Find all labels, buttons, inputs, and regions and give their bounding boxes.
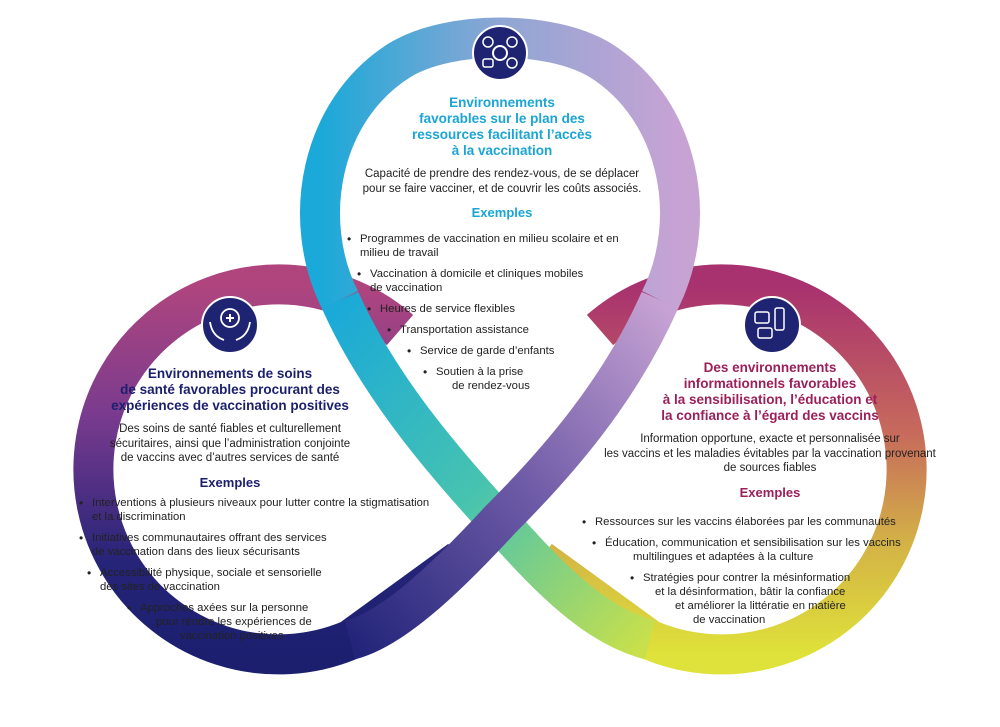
panel-information-examples-label: Exemples (739, 484, 801, 500)
list-item: Vaccination à domicile et cliniques mobi… (357, 267, 640, 295)
panel-information-examples: Ressources sur les vaccins élaborées par… (582, 515, 935, 634)
list-item-line: Stratégies pour contrer la mésinformatio… (643, 572, 851, 584)
hands-medical-cross-icon (201, 296, 259, 354)
list-item-line: multilingues et adaptées à la culture (633, 551, 814, 563)
desc-line: de vaccins avec d’autres services de san… (120, 452, 340, 464)
panel-healthcare: Environnements de soins de santé favorab… (90, 366, 370, 494)
desc-line: sécuritaires, ainsi que l’administration… (109, 437, 351, 450)
list-item-line: Initiatives communautaires offrant des s… (92, 532, 327, 544)
list-item: Initiatives communautaires offrant des s… (79, 531, 432, 559)
list-item: Programmes de vaccination en milieu scol… (347, 232, 640, 260)
panel-information: Des environnements informationnels favor… (590, 360, 950, 504)
panel-healthcare-examples: Interventions à plusieurs niveaux pour l… (79, 496, 432, 650)
list-item: Heures de service flexibles (367, 302, 640, 316)
list-item-line: de vaccination (693, 614, 766, 626)
title-line: Des environnements (703, 360, 837, 375)
list-item-line: de vaccination (370, 282, 443, 294)
panel-resources-description: Capacité de prendre des rendez-vous, de … (352, 167, 652, 196)
list-item-line: Approches axées sur la personne (140, 602, 309, 614)
panel-resources-examples: Programmes de vaccination en milieu scol… (347, 232, 640, 400)
list-item-line: Soutien à la prise (436, 366, 524, 378)
panel-resources: Environnements favorables sur le plan de… (352, 95, 652, 224)
desc-line: les vaccins et les maladies évitables pa… (604, 447, 936, 460)
chat-bubbles-vaccine-icon (743, 296, 801, 354)
panel-healthcare-description: Des soins de santé fiables et culturelle… (90, 422, 370, 466)
panel-healthcare-examples-label: Exemples (199, 474, 261, 490)
title-line: informationnels favorables (683, 376, 857, 391)
list-item-line: Ressources sur les vaccins élaborées par… (595, 516, 896, 528)
list-item-line: de vaccination dans des lieux sécurisant… (92, 546, 300, 558)
panel-information-title: Des environnements informationnels favor… (590, 360, 950, 424)
list-item-line: Éducation, communication et sensibilisat… (605, 537, 901, 549)
title-line: à la sensibilisation, l’éducation et (662, 392, 878, 407)
desc-line: de sources fiables (723, 462, 817, 474)
desc-line: pour se faire vacciner, et de couvrir le… (362, 182, 642, 195)
panel-resources-title: Environnements favorables sur le plan de… (352, 95, 652, 159)
list-item: Interventions à plusieurs niveaux pour l… (79, 496, 432, 524)
title-line: expériences de vaccination positives (111, 398, 349, 413)
desc-line: Capacité de prendre des rendez-vous, de … (364, 168, 640, 180)
list-item-line: Service de garde d’enfants (420, 345, 555, 357)
list-item-line: vaccination positives (180, 630, 284, 642)
panel-information-description: Information opportune, exacte et personn… (590, 432, 950, 476)
list-item-line: des sites de vaccination (100, 581, 220, 593)
list-item: Ressources sur les vaccins élaborées par… (582, 515, 935, 529)
title-line: ressources facilitant l’accès (411, 127, 593, 142)
list-item-line: Vaccination à domicile et cliniques mobi… (370, 268, 584, 280)
list-item: Transportation assistance (387, 323, 640, 337)
list-item: Éducation, communication et sensibilisat… (592, 536, 935, 564)
list-item-line: et la désinformation, bâtir la confiance (655, 586, 846, 598)
gear-dollar-clock-transport-icon (472, 25, 528, 81)
panel-resources-examples-label: Exemples (471, 205, 533, 220)
title-line: de santé favorables procurant des (120, 382, 340, 397)
list-item-line: Heures de service flexibles (380, 303, 515, 315)
title-line: Environnements (449, 95, 555, 110)
list-item-line: milieu de travail (360, 247, 439, 259)
list-item: Accessibilité physique, sociale et senso… (87, 566, 432, 594)
list-item-line: pour rendre les expériences de (156, 616, 312, 628)
right-loop (528, 264, 927, 675)
title-line: Environnements de soins (147, 366, 313, 381)
list-item-line: et la discrimination (92, 511, 186, 523)
title-line: à la vaccination (451, 143, 553, 158)
list-item-line: Transportation assistance (400, 324, 529, 336)
list-item-line: et améliorer la littératie en matière (675, 600, 846, 612)
desc-line: Des soins de santé fiables et culturelle… (119, 423, 341, 435)
left-loop (73, 264, 472, 675)
list-item-line: Interventions à plusieurs niveaux pour l… (92, 497, 430, 509)
desc-line: Information opportune, exacte et personn… (640, 433, 900, 445)
list-item: Approches axées sur la personne pour ren… (127, 601, 432, 643)
title-line: favorables sur le plan des (419, 111, 585, 126)
list-item-line: Accessibilité physique, sociale et senso… (100, 567, 322, 579)
list-item: Soutien à la prise de rendez-vous (423, 365, 640, 393)
title-line: la confiance à l’égard des vaccins (661, 408, 879, 423)
list-item-line: Programmes de vaccination en milieu scol… (360, 233, 619, 245)
list-item-line: de rendez-vous (452, 380, 530, 392)
panel-healthcare-title: Environnements de soins de santé favorab… (90, 366, 370, 414)
list-item: Service de garde d’enfants (407, 344, 640, 358)
list-item: Stratégies pour contrer la mésinformatio… (630, 571, 935, 627)
